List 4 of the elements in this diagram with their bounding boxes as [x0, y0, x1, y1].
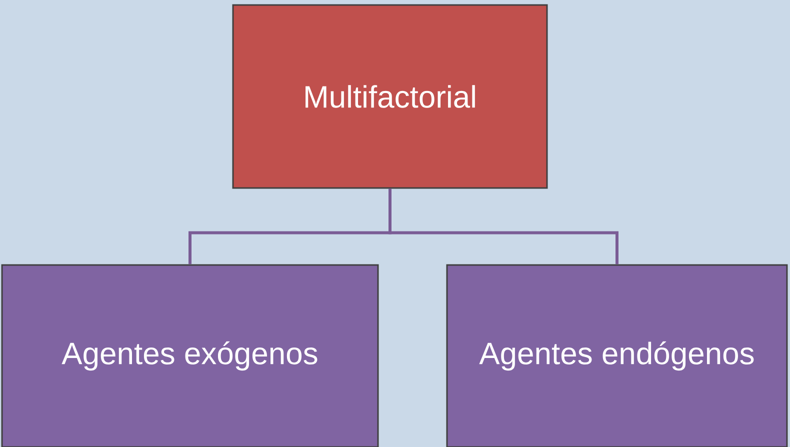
connector-line — [388, 188, 618, 264]
process-box: Multifactorial — [232, 4, 548, 189]
process-box: Agentes exógenos — [1, 264, 379, 447]
process-box: Agentes endógenos — [446, 264, 788, 447]
